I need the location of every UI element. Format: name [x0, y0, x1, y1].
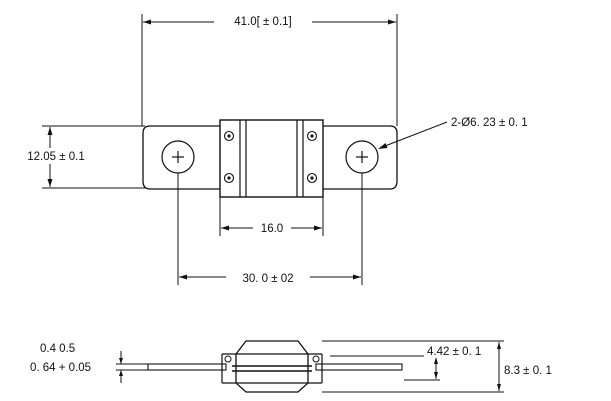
top-view: 41.0[ ± 0.1] 12.05 ± 0.1 [10, 13, 528, 285]
tab-thickness-marker [116, 351, 148, 383]
rivet-icon [223, 130, 235, 142]
height-dimension: 12.05 ± 0.1 [10, 125, 145, 189]
rivet-icon [306, 172, 318, 184]
body-length-label: 16.0 [261, 223, 283, 235]
height-label: 12.05 ± 0.1 [27, 151, 84, 163]
overall-length-label: 41.0[ ± 0.1] [234, 16, 291, 28]
body-length-dimension: 16.0 [219, 197, 324, 236]
hole-diameter-callout: 2-Ø6. 23 ± 0. 1 [378, 117, 528, 149]
hole-spacing-dimension: 30. 0 ± 02 [177, 173, 363, 285]
fuse-body-side [221, 340, 323, 393]
rivet-icon [306, 130, 318, 142]
fuse-body-top [219, 119, 324, 198]
right-mounting-hole [345, 140, 379, 174]
stud-icon [312, 355, 320, 363]
side-view: 0.4 0.5 0. 64 + 0.05 [30, 340, 568, 393]
left-mounting-hole [161, 140, 195, 174]
side-height-label: 4.42 ± 0. 1 [427, 346, 481, 358]
right-terminal-tab [323, 125, 398, 190]
stud-icon [224, 355, 232, 363]
left-terminal-blade [147, 363, 227, 371]
total-height-dimension: 8.3 ± 0. 1 [322, 340, 568, 393]
overall-length-dimension: 41.0[ ± 0.1] [141, 13, 398, 126]
hole-spacing-label: 30. 0 ± 02 [242, 273, 293, 285]
total-height-label: 8.3 ± 0. 1 [504, 365, 552, 377]
hole-diameter-label: 2-Ø6. 23 ± 0. 1 [451, 117, 528, 129]
rivet-icon [223, 172, 235, 184]
right-terminal-blade [315, 363, 403, 371]
tab-thickness-label: 0.4 0.5 [40, 343, 75, 355]
tab-thickness-2-label: 0. 64 + 0.05 [30, 362, 91, 374]
left-terminal-tab [142, 125, 220, 190]
side-height-dimension: 4.42 ± 0. 1 [330, 344, 496, 381]
